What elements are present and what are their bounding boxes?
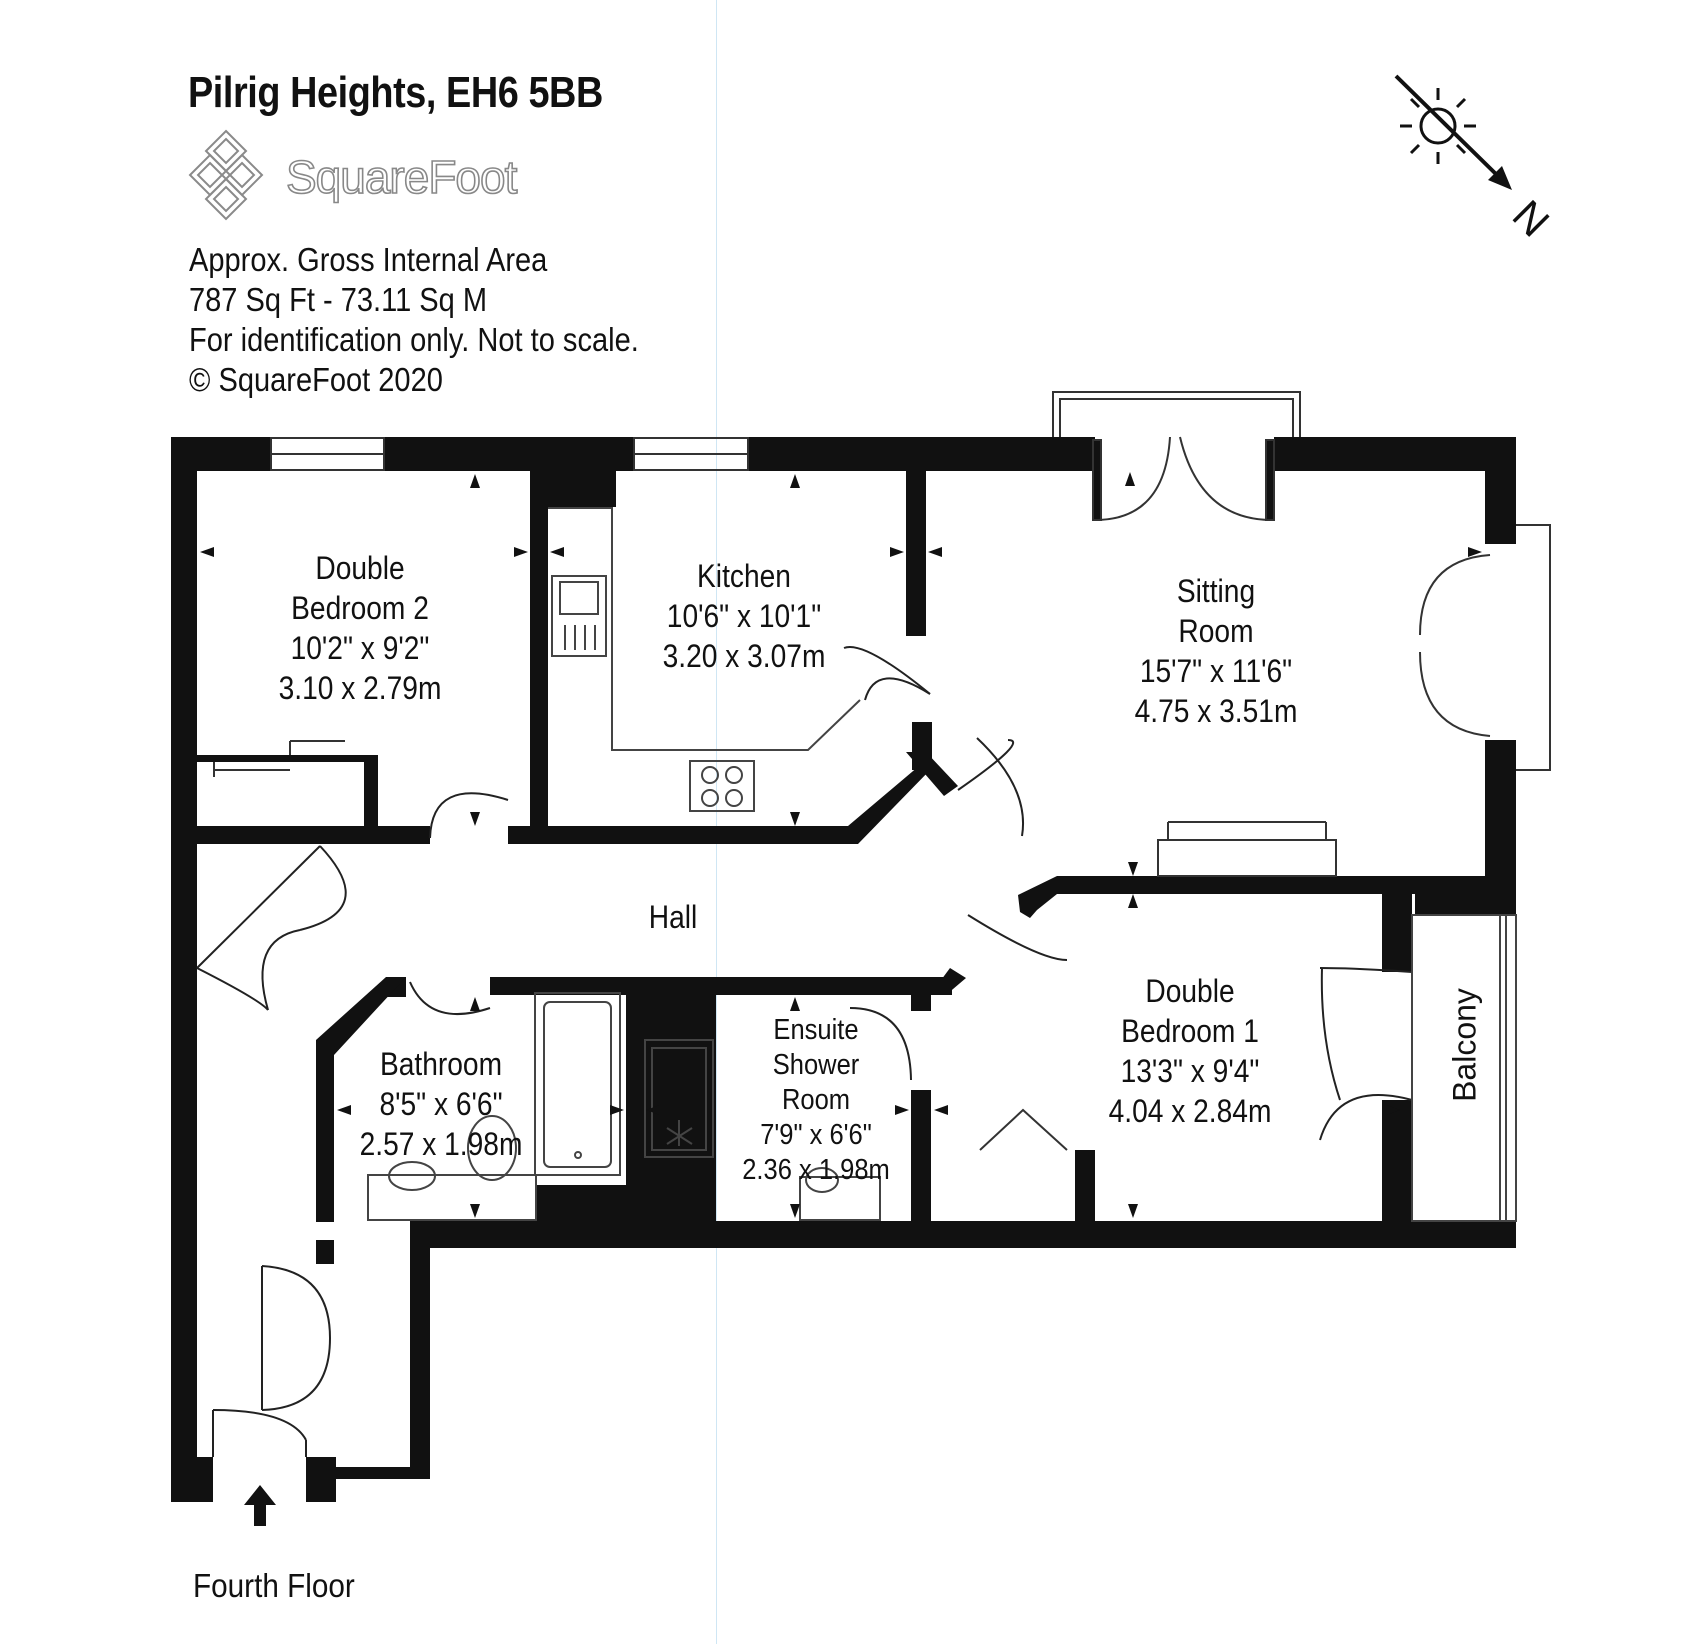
squarefoot-wordmark: SquareFoot — [285, 150, 518, 204]
room-name-line: Hall — [648, 899, 698, 935]
room-size-metric: 3.10 x 2.79m — [278, 670, 442, 706]
info-line: For identification only. Not to scale. — [189, 321, 639, 358]
dimension-markers — [200, 472, 1482, 1218]
room-label-bathroom: Bathroom 8'5" x 6'6" 2.57 x 1.98m — [360, 1044, 523, 1164]
scan-guide-line — [716, 0, 717, 1644]
room-size-metric: 4.04 x 2.84m — [1108, 1093, 1272, 1129]
bathroom-fittings — [367, 992, 881, 1221]
room-name-line: Bedroom 1 — [1121, 1013, 1259, 1049]
walls — [171, 437, 1516, 1502]
kitchen-units — [548, 507, 861, 812]
page-title: Pilrig Heights, EH6 5BB — [188, 68, 603, 117]
info-line: Approx. Gross Internal Area — [189, 241, 548, 278]
squarefoot-logo-icon — [188, 129, 264, 221]
diagonal-walls — [316, 752, 1057, 1060]
room-size-metric: 3.20 x 3.07m — [662, 638, 826, 674]
north-arrow-icon — [1394, 74, 1512, 190]
room-name-line: Kitchen — [697, 558, 791, 594]
room-size-metric: 4.75 x 3.51m — [1134, 693, 1298, 729]
room-name-line: Bathroom — [379, 1046, 503, 1082]
room-name-line: Bedroom 2 — [291, 590, 429, 626]
room-name-line: Double — [1145, 973, 1235, 1009]
room-name-line: Ensuite — [773, 1014, 859, 1046]
room-size-imperial: 8'5" x 6'6" — [379, 1086, 503, 1122]
room-label-ensuite-shower-room: Ensuite Shower Room 7'9" x 6'6" 2.36 x 1… — [742, 1013, 890, 1188]
bedroom2-wardrobe — [213, 740, 345, 777]
compass: N — [1394, 74, 1558, 246]
room-name-line: Room — [781, 1084, 851, 1116]
room-label-sitting-room: Sitting Room 15'7" x 11'6" 4.75 x 3.51m — [1135, 571, 1298, 731]
room-label-balcony: Balcony — [1446, 988, 1483, 1102]
room-size-imperial: 10'2" x 9'2" — [290, 630, 430, 666]
room-label-hall: Hall — [649, 897, 698, 937]
fireplace — [1157, 821, 1337, 877]
room-name-line: Double — [315, 550, 405, 586]
info-line: © SquareFoot 2020 — [189, 361, 443, 398]
room-size-imperial: 10'6" x 10'1" — [666, 598, 822, 634]
windows — [270, 437, 749, 471]
balcony — [1411, 914, 1517, 1222]
room-name-line: Sitting — [1176, 573, 1256, 609]
door-swings — [196, 646, 1413, 1457]
room-size-imperial: 15'7" x 11'6" — [1139, 653, 1293, 689]
sun-icon — [1400, 88, 1476, 164]
floor-label: Fourth Floor — [193, 1567, 355, 1604]
room-label-double-bedroom-1: Double Bedroom 1 13'3" x 9'4" 4.04 x 2.8… — [1109, 971, 1272, 1131]
room-label-kitchen: Kitchen 10'6" x 10'1" 3.20 x 3.07m — [663, 556, 826, 676]
room-size-imperial: 7'9" x 6'6" — [760, 1119, 872, 1151]
room-name-line: Shower — [772, 1049, 860, 1081]
area-info: Approx. Gross Internal Area 787 Sq Ft - … — [189, 240, 639, 400]
info-line: 787 Sq Ft - 73.11 Sq M — [189, 281, 488, 318]
bedroom1-wardrobe — [979, 1108, 1068, 1151]
room-size-imperial: 13'3" x 9'4" — [1120, 1053, 1260, 1089]
room-name-line: Room — [1178, 613, 1254, 649]
sitting-room-doors — [1052, 391, 1551, 771]
room-label-double-bedroom-2: Double Bedroom 2 10'2" x 9'2" 3.10 x 2.7… — [279, 548, 442, 708]
room-size-metric: 2.36 x 1.98m — [742, 1154, 890, 1186]
room-size-metric: 2.57 x 1.98m — [359, 1126, 523, 1162]
entrance-arrow-icon — [244, 1485, 276, 1526]
